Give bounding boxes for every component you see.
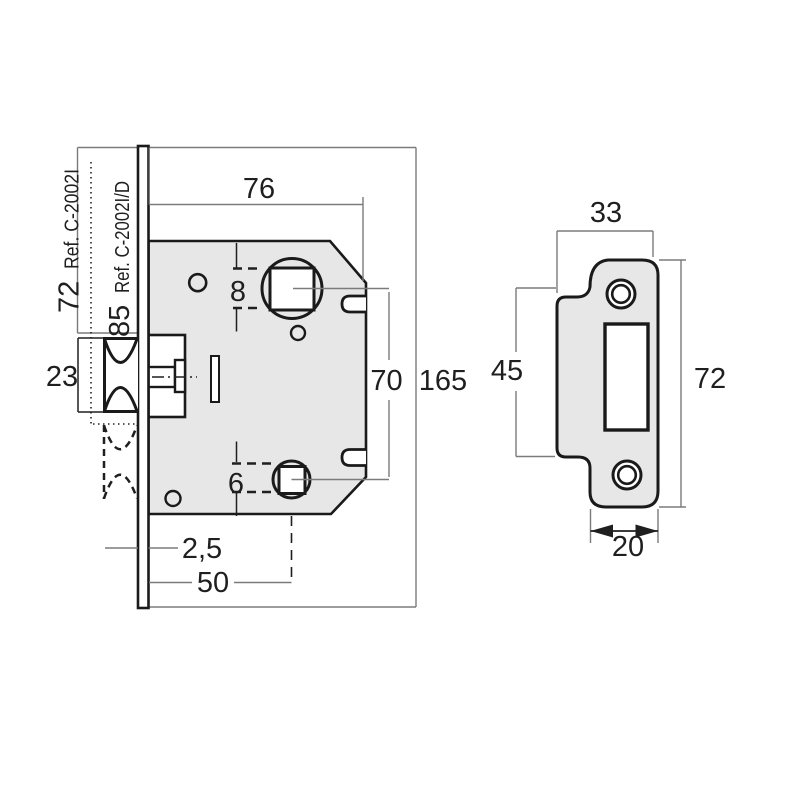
dim-23-label: 23	[46, 361, 78, 393]
faceplate	[136, 144, 150, 610]
rear-fixing-slot-top	[340, 294, 366, 314]
latch-bolt-bevel-top	[103, 338, 139, 364]
lock-body-drawing: 76 8 70 165 23 6 2,5 50 72 Ref. C-2002I …	[46, 144, 467, 610]
dim-45-label: 45	[491, 355, 523, 387]
strike-latch-opening	[603, 322, 650, 432]
dim-50-label: 50	[197, 567, 229, 599]
spring-slot	[210, 355, 220, 403]
dim-20-arrow-right	[635, 524, 658, 538]
strike-screw-hole-top-inner	[610, 283, 632, 305]
case-hole-top-left	[187, 272, 208, 293]
dim-8-label: 8	[230, 276, 246, 308]
rear-fixing-slot-bottom	[340, 448, 366, 467]
dim-70-label: 70	[370, 365, 402, 397]
case-hole-below-spindle	[289, 324, 307, 342]
ref-c2002i-d-text: 85 Ref. C-2002I/D	[104, 181, 136, 337]
ref72-number: 72	[54, 281, 86, 313]
ref85-label: Ref. C-2002I/D	[112, 181, 134, 293]
dim-2-5-label: 2,5	[182, 533, 222, 565]
ref-c2002i-text: 72 Ref. C-2002I	[54, 169, 86, 313]
latch-bolt-bevel-bottom	[103, 386, 139, 412]
dim-76-label: 76	[243, 173, 275, 205]
dim-165-label: 165	[419, 365, 467, 397]
dim-6-label: 6	[228, 468, 244, 500]
case-hole-bottom-left	[164, 489, 182, 508]
dim-20-label: 20	[612, 531, 644, 563]
ref72-label: Ref. C-2002I	[62, 169, 84, 269]
strike-screw-hole-bottom-inner	[616, 464, 638, 486]
ref85-number: 85	[104, 305, 136, 337]
variant-bolt-dashed-top-arc	[102, 425, 139, 451]
variant-bolt-dashed-bottom-arc	[102, 473, 139, 499]
latch-stop-plate	[173, 358, 187, 394]
strike-plate-drawing: 33 45 72 20	[491, 197, 726, 563]
dim-72-label: 72	[694, 363, 726, 395]
dim-33-label: 33	[590, 197, 622, 229]
dim-20-arrow-left	[590, 524, 613, 538]
